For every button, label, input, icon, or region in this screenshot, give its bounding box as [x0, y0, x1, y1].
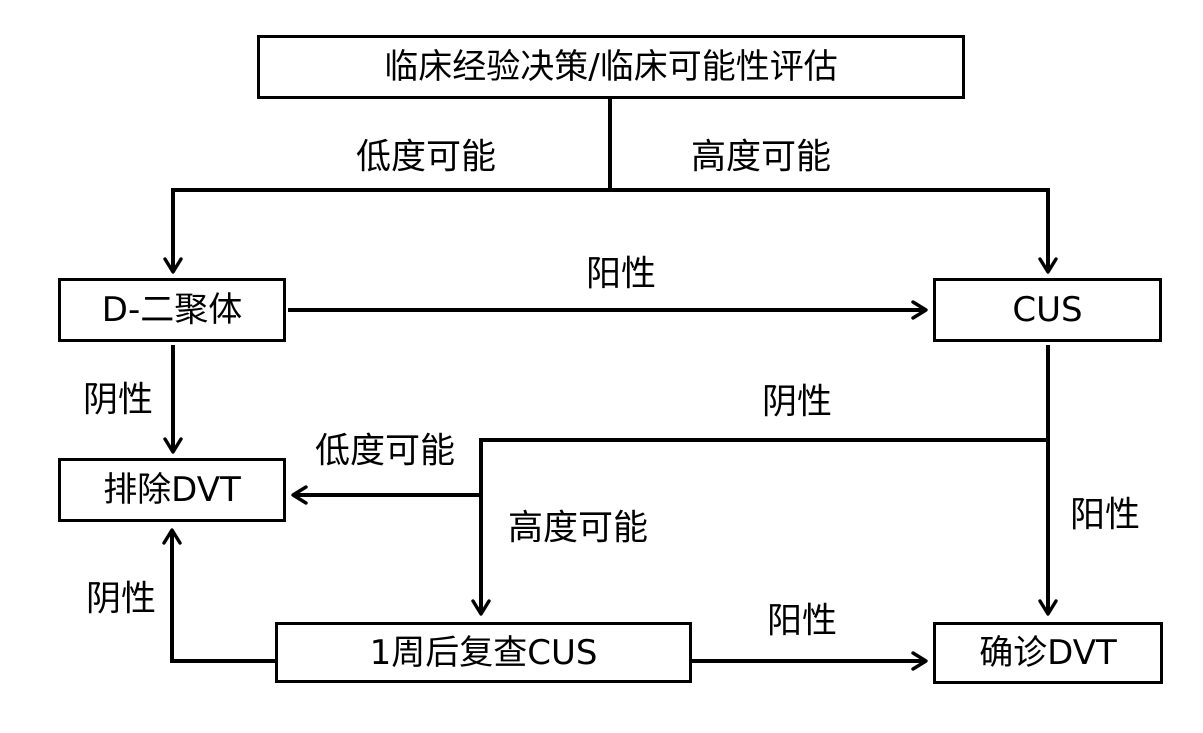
edge-label-low-probability-mid: 低度可能 — [314, 431, 456, 472]
node-clinical-assessment: 临床经验决策/临床可能性评估 — [257, 35, 965, 99]
edge-recheck-to-exclude — [162, 528, 275, 663]
node-cus: CUS — [933, 278, 1162, 342]
edge-label-high-probability-top: 高度可能 — [690, 137, 832, 178]
node-cus-label: CUS — [1012, 290, 1083, 330]
edge-label-positive-ddimer: 阳性 — [585, 254, 657, 295]
edge-label-positive-recheck: 阳性 — [766, 601, 838, 642]
edge-label-low-probability-top: 低度可能 — [355, 137, 497, 178]
edge-label-positive-cus: 阳性 — [1069, 495, 1141, 536]
node-confirm-dvt: 确诊DVT — [933, 622, 1163, 684]
edge-label-negative-recheck: 阴性 — [85, 579, 157, 620]
edge-label-high-probability-mid: 高度可能 — [507, 508, 649, 549]
edge-label-negative-ddimer: 阴性 — [82, 380, 154, 421]
node-recheck-cus-label: 1周后复查CUS — [369, 632, 598, 673]
node-exclude-dvt: 排除DVT — [58, 458, 286, 522]
node-exclude-dvt-label: 排除DVT — [103, 470, 241, 510]
edge-split-to-ddimer-and-cus — [163, 188, 1058, 274]
node-confirm-dvt-label: 确诊DVT — [979, 633, 1117, 673]
node-clinical-assessment-label: 临床经验决策/临床可能性评估 — [384, 47, 838, 87]
edge-label-negative-cus: 阴性 — [761, 382, 833, 423]
node-d-dimer-label: D-二聚体 — [101, 290, 243, 330]
node-d-dimer: D-二聚体 — [58, 278, 286, 342]
node-recheck-cus: 1周后复查CUS — [275, 622, 692, 683]
